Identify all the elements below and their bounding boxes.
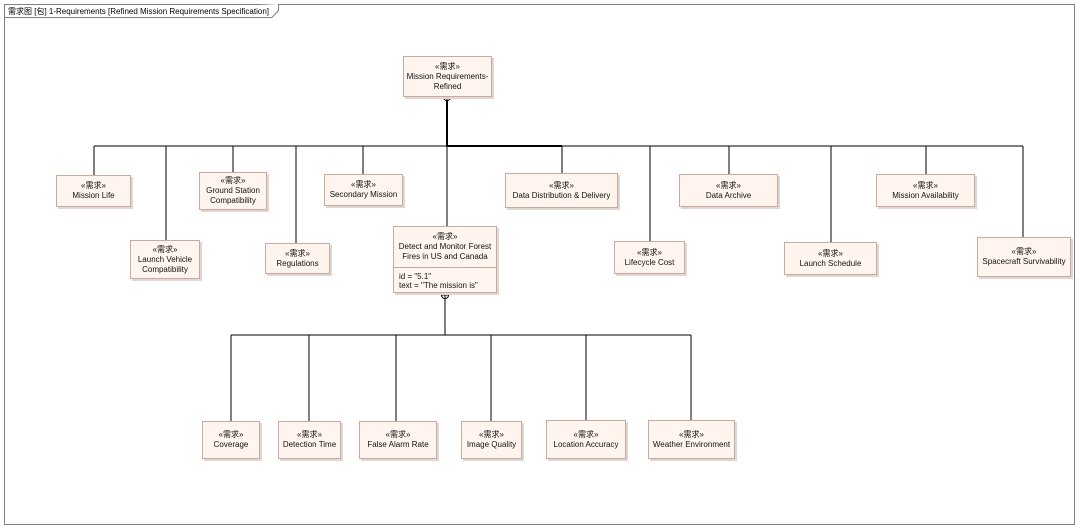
- req-image-quality[interactable]: «需求» Image Quality: [461, 421, 522, 459]
- requirement-name: Location Accuracy: [553, 439, 619, 449]
- stereotype-label: «需求»: [432, 232, 458, 241]
- req-spacecraft-survivability[interactable]: «需求» Spacecraft Survivability: [977, 237, 1071, 277]
- diagram-tab: [4, 4, 279, 18]
- stereotype-label: «需求»: [637, 247, 662, 257]
- requirement-name: Detection Time: [282, 440, 337, 449]
- requirement-name: Mission Life: [72, 191, 115, 200]
- stereotype-label: «需求»: [297, 430, 322, 439]
- req-weather-environment[interactable]: «需求» Weather Environment: [648, 420, 735, 459]
- req-regulations[interactable]: «需求» Regulations: [265, 243, 330, 274]
- stereotype-label: «需求»: [81, 181, 106, 190]
- requirement-name: Mission Requirements- Refined: [406, 71, 489, 91]
- requirement-header: «需求» Detect and Monitor Forest Fires in …: [394, 227, 496, 261]
- req-detection-time[interactable]: «需求» Detection Time: [278, 421, 341, 459]
- requirement-id: id = "5.1": [399, 272, 432, 281]
- stereotype-label: «需求»: [818, 248, 843, 258]
- attribute-compartment: id = "5.1" text = "The mission is": [394, 268, 496, 290]
- stereotype-label: «需求»: [716, 180, 741, 190]
- requirement-name: False Alarm Rate: [367, 440, 429, 449]
- requirement-name: Launch Vehicle Compatibility: [137, 254, 193, 274]
- req-false-alarm-rate[interactable]: «需求» False Alarm Rate: [359, 421, 437, 459]
- requirement-name: Image Quality: [466, 440, 517, 449]
- req-ground-station-compatibility[interactable]: «需求» Ground Station Compatibility: [199, 172, 267, 210]
- req-launch-vehicle-compatibility[interactable]: «需求» Launch Vehicle Compatibility: [130, 240, 200, 279]
- requirement-name: Data Archive: [705, 190, 752, 200]
- requirement-name: Data Distribution & Delivery: [512, 190, 611, 200]
- stereotype-label: «需求»: [679, 429, 704, 439]
- req-coverage[interactable]: «需求» Coverage: [202, 421, 260, 459]
- requirement-name: Regulations: [276, 258, 319, 268]
- stereotype-label: «需求»: [549, 180, 574, 190]
- stereotype-label: «需求»: [1011, 247, 1037, 256]
- requirement-name: Lifecycle Cost: [624, 257, 675, 267]
- stereotype-label: «需求»: [218, 430, 244, 439]
- requirement-name: Detect and Monitor Forest Fires in US an…: [398, 242, 492, 261]
- req-launch-schedule[interactable]: «需求» Launch Schedule: [784, 242, 877, 275]
- req-detect-monitor-forest-fires[interactable]: «需求» Detect and Monitor Forest Fires in …: [393, 226, 497, 293]
- requirement-name: Spacecraft Survivability: [982, 257, 1066, 266]
- req-location-accuracy[interactable]: «需求» Location Accuracy: [546, 420, 626, 459]
- requirement-name: Weather Environment: [652, 439, 731, 449]
- req-mission-requirements-refined[interactable]: «需求» Mission Requirements- Refined: [403, 56, 492, 97]
- requirement-name: Ground Station Compatibility: [206, 186, 260, 205]
- attribute-compartment-divider: [394, 267, 496, 268]
- stereotype-label: «需求»: [479, 430, 504, 439]
- requirement-name: Launch Schedule: [799, 258, 862, 268]
- stereotype-label: «需求»: [435, 61, 460, 71]
- requirement-name: Secondary Mission: [329, 190, 398, 199]
- requirement-name: Coverage: [213, 440, 249, 449]
- stereotype-label: «需求»: [913, 180, 938, 190]
- req-mission-life[interactable]: «需求» Mission Life: [56, 175, 131, 207]
- stereotype-label: «需求»: [220, 176, 246, 185]
- stereotype-label: «需求»: [285, 248, 310, 258]
- stereotype-label: «需求»: [351, 180, 376, 189]
- requirement-text: text = "The mission is": [399, 281, 478, 290]
- diagram-title: 需求图 [包] 1-Requirements [Refined Mission …: [8, 7, 269, 16]
- stereotype-label: «需求»: [573, 429, 599, 439]
- diagram-frame: [4, 4, 1075, 525]
- req-lifecycle-cost[interactable]: «需求» Lifecycle Cost: [614, 241, 685, 274]
- req-data-distribution-delivery[interactable]: «需求» Data Distribution & Delivery: [505, 173, 618, 208]
- req-data-archive[interactable]: «需求» Data Archive: [679, 174, 778, 207]
- stereotype-label: «需求»: [152, 244, 178, 254]
- req-mission-availability[interactable]: «需求» Mission Availability: [876, 174, 975, 207]
- stereotype-label: «需求»: [385, 430, 411, 439]
- requirement-name: Mission Availability: [892, 190, 959, 200]
- req-secondary-mission[interactable]: «需求» Secondary Mission: [324, 174, 403, 206]
